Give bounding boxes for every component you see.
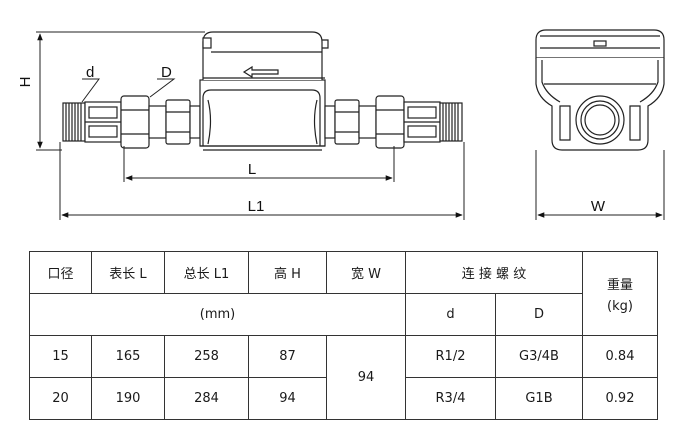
left-connector [148,105,167,139]
dimension-w [535,150,665,220]
table-row: 20 190 284 94 R3/4 G1B 0.92 [29,377,658,420]
register-head [202,31,329,80]
label-d-big: D [161,64,172,81]
cell-length-l: 190 [91,377,165,420]
cell-weight: 0.84 [582,335,658,378]
header-thread-D: D [495,293,583,336]
cell-bore: 20 [29,377,92,420]
header-weight: 重量 (kg) [582,251,658,336]
cell-thread-D: G1B [495,377,583,420]
side-view [62,31,463,151]
header-weight-unit: (kg) [607,298,633,314]
label-w: W [591,198,606,215]
cell-height-h: 94 [248,377,327,420]
header-thread-d: d [405,293,496,336]
header-thread: 连 接 螺 纹 [405,251,583,294]
header-weight-label: 重量 [606,277,633,293]
cell-thread-D: G3/4B [495,335,583,378]
right-connector [334,99,360,145]
dimension-l1 [59,142,465,220]
right-thread-end [439,102,463,142]
meter-dimension-drawing: d D H L L1 [17,29,665,220]
label-d-small: d [86,64,94,81]
cell-length-l1: 258 [164,335,249,378]
label-l: L [248,161,256,178]
cell-thread-d: R1/2 [405,335,496,378]
table-row: 15 165 258 87 94 R1/2 G3/4B 0.84 [29,335,658,420]
pipe-opening [575,95,625,145]
specification-table: 口径 表长 L 总长 L1 高 H 宽 W 连 接 螺 纹 重量 (kg) (m… [29,251,658,420]
dimension-h [36,31,205,151]
cell-thread-d: R3/4 [405,377,496,420]
unit-mm: (mm) [29,293,406,336]
header-width-w: 宽 W [326,251,406,294]
meter-body [199,79,326,151]
end-view [535,29,665,151]
header-height-h: 高 H [248,251,327,294]
left-thread-end [62,102,86,142]
header-length-l1: 总长 L1 [164,251,249,294]
leader-lines [81,78,176,103]
header-row: 口径 表长 L 总长 L1 高 H 宽 W 连 接 螺 纹 重量 (kg) [29,251,658,336]
label-h: H [17,77,34,88]
dimension-l [123,146,395,182]
cell-width-w: 94 [326,335,406,420]
right-union-nut [375,95,405,149]
flow-arrow-icon [242,65,279,79]
cell-length-l1: 284 [164,377,249,420]
cell-height-h: 87 [248,335,327,378]
label-l1: L1 [248,198,265,215]
unit-row: (mm) d D [29,293,658,336]
cell-weight: 0.92 [582,377,658,420]
cell-bore: 15 [29,335,92,378]
cell-length-l: 165 [91,335,165,378]
header-length-l: 表长 L [91,251,165,294]
left-union-nut [120,95,150,149]
header-bore: 口径 [29,251,92,294]
